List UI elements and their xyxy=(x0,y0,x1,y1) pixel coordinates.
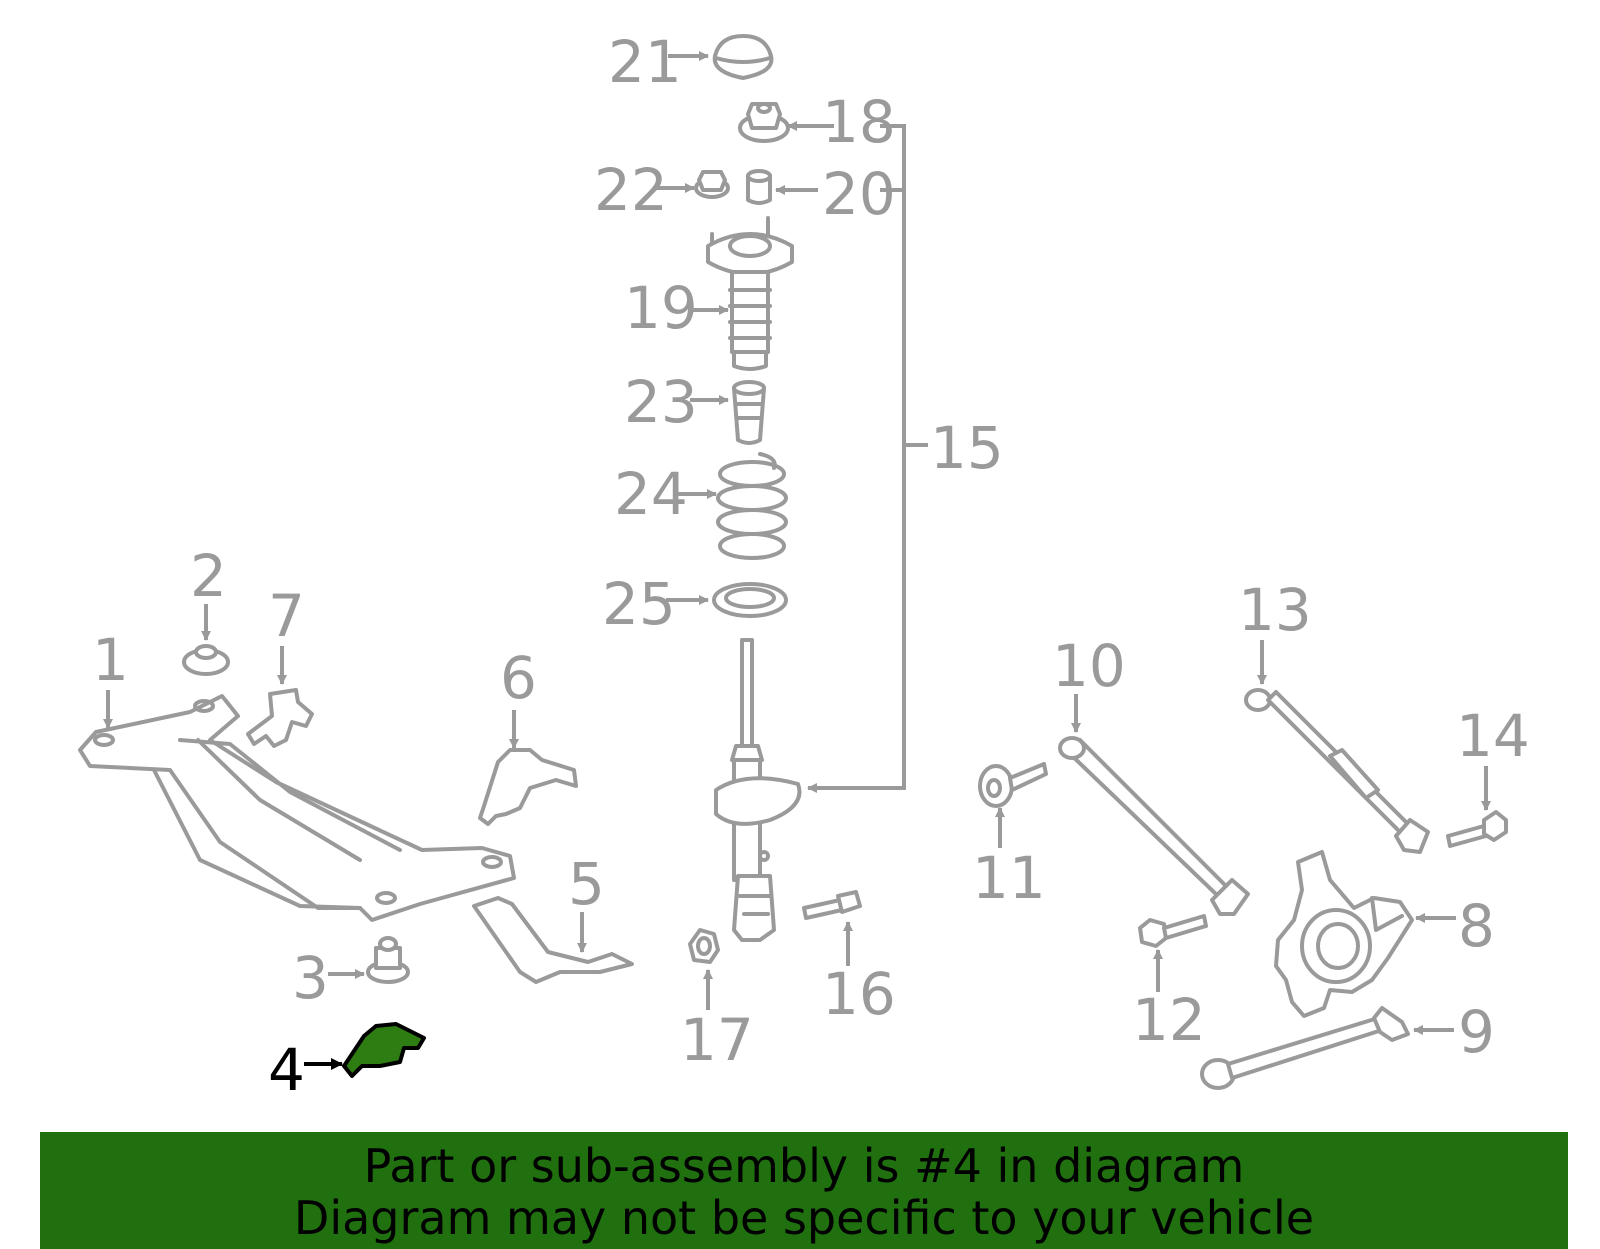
part-1-crossmember xyxy=(78,694,516,922)
label-3: 3 xyxy=(292,944,329,1012)
part-7-bracket xyxy=(246,688,314,748)
part-22-nut xyxy=(694,170,730,199)
part-3-cushion xyxy=(366,936,410,984)
label-14: 14 xyxy=(1456,702,1530,770)
label-16: 16 xyxy=(822,960,896,1028)
label-21: 21 xyxy=(608,28,682,96)
label-4-highlighted: 4 xyxy=(268,1036,305,1104)
part-14-bolt xyxy=(1446,810,1508,848)
label-9: 9 xyxy=(1458,998,1495,1066)
part-20-bushing xyxy=(746,169,772,205)
part-21-mount-cap xyxy=(712,34,774,80)
label-11: 11 xyxy=(972,844,1046,912)
bracket-15 xyxy=(807,124,928,793)
label-7: 7 xyxy=(268,582,305,650)
part-5-bracket xyxy=(472,896,634,984)
strut-assembly xyxy=(714,638,802,942)
part-4-highlighted-bracket[interactable] xyxy=(342,1022,426,1078)
label-18: 18 xyxy=(822,88,896,156)
label-22: 22 xyxy=(594,156,668,224)
part-11-bolt xyxy=(978,762,1048,808)
label-20: 20 xyxy=(822,160,896,228)
info-banner: Part or sub-assembly is #4 in diagram Di… xyxy=(40,1132,1568,1249)
label-10: 10 xyxy=(1052,632,1126,700)
part-16-bolt xyxy=(802,890,862,920)
part-12-bolt xyxy=(1138,914,1208,948)
label-13: 13 xyxy=(1238,576,1312,644)
label-25: 25 xyxy=(602,570,676,638)
part-17-nut xyxy=(688,928,720,964)
label-23: 23 xyxy=(624,368,698,436)
part-18-nut xyxy=(738,102,790,143)
part-2-mount-cushion xyxy=(182,644,230,676)
label-12: 12 xyxy=(1132,986,1206,1054)
part-6-bracket xyxy=(478,748,578,826)
label-6: 6 xyxy=(500,644,537,712)
label-5: 5 xyxy=(568,850,605,918)
label-24: 24 xyxy=(614,460,688,528)
part-25-spring-seat xyxy=(712,582,788,618)
label-15: 15 xyxy=(930,414,1004,482)
banner-line-disclaimer: Diagram may not be specific to your vehi… xyxy=(293,1191,1315,1245)
label-19: 19 xyxy=(624,274,698,342)
label-1: 1 xyxy=(92,626,129,694)
part-10-lateral-link xyxy=(1058,736,1250,916)
label-2: 2 xyxy=(190,542,227,610)
part-8-knuckle xyxy=(1274,850,1414,1018)
part-13-adjustable-link xyxy=(1244,688,1430,854)
banner-line-part: Part or sub-assembly is #4 in diagram xyxy=(363,1139,1245,1193)
part-19-upper-mount xyxy=(706,216,794,371)
part-24-coil-spring xyxy=(716,452,788,560)
part-23-bump-stop xyxy=(732,380,766,445)
part-9-trailing-link xyxy=(1200,1006,1410,1090)
label-17: 17 xyxy=(680,1006,754,1074)
label-8: 8 xyxy=(1458,892,1495,960)
